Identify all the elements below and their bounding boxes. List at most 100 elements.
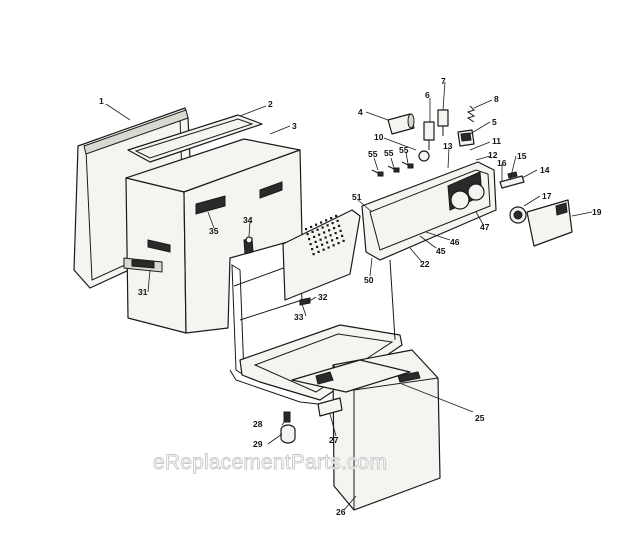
- perforation-hole: [323, 231, 326, 234]
- callout-27: 27: [329, 435, 339, 445]
- callout-4: 4: [358, 107, 363, 117]
- callout-8: 8: [494, 94, 499, 104]
- callout-35: 35: [209, 226, 219, 236]
- callout-15: 15: [517, 151, 527, 161]
- callout-51: 51: [352, 192, 362, 202]
- callout-labels: 1 2 3 4 5 6 7 8 10 11 12 13 14 15 16 17 …: [99, 76, 602, 517]
- perforation-hole: [331, 239, 334, 242]
- watermark-text: eReplacementParts.com: [153, 451, 387, 474]
- capacitor: [387, 113, 415, 135]
- timer-gear: [509, 206, 527, 224]
- perforation-hole: [312, 253, 315, 256]
- callout-31: 31: [138, 287, 148, 297]
- perforation-hole: [342, 239, 345, 242]
- callout-7: 7: [441, 76, 446, 86]
- callout-10: 10: [374, 132, 384, 142]
- callout-32: 32: [318, 292, 328, 302]
- callout-22: 22: [420, 259, 430, 269]
- leader-lines: [105, 81, 593, 511]
- perforation-hole: [308, 238, 311, 241]
- perforation-hole: [331, 222, 334, 225]
- foot-bracket: [317, 397, 343, 417]
- callout-46: 46: [450, 237, 460, 247]
- switches: [423, 109, 449, 150]
- callout-17: 17: [542, 191, 552, 201]
- callout-16: 16: [497, 158, 507, 168]
- door-panel: [332, 349, 441, 511]
- perforation-hole: [327, 246, 330, 249]
- callout-3: 3: [292, 121, 297, 131]
- callout-11: 11: [492, 136, 501, 146]
- terminals: [371, 161, 414, 177]
- callout-50: 50: [364, 275, 374, 285]
- callout-47: 47: [480, 222, 490, 232]
- perforation-hole: [321, 243, 324, 246]
- perforation-hole: [335, 214, 338, 217]
- callout-55c: 55: [399, 145, 409, 155]
- mounting-bolt: [243, 236, 254, 255]
- callout-34: 34: [243, 215, 253, 225]
- callout-14: 14: [540, 165, 550, 175]
- perforation-hole: [334, 232, 337, 235]
- perforation-hole: [309, 243, 312, 246]
- perforated-back-plate: [282, 209, 361, 301]
- clip: [299, 297, 311, 306]
- callout-5: 5: [492, 117, 497, 127]
- perforation-hole: [315, 223, 318, 226]
- perforation-hole: [326, 241, 329, 244]
- perforation-hole: [316, 245, 319, 248]
- perforation-hole: [333, 227, 336, 230]
- callout-6: 6: [425, 90, 430, 100]
- callout-28: 28: [253, 419, 263, 429]
- callout-55b: 55: [384, 148, 394, 158]
- drip-tray: [291, 359, 411, 393]
- perforation-hole: [326, 224, 329, 227]
- perforation-hole: [339, 229, 342, 232]
- perforation-hole: [330, 217, 333, 220]
- small-components: [499, 171, 525, 189]
- perforation-hole: [321, 226, 324, 229]
- housing-side-panel: [125, 138, 303, 334]
- perforation-hole: [336, 219, 339, 222]
- perforation-hole: [332, 244, 335, 247]
- handle-bracket: [123, 257, 163, 273]
- perforation-hole: [320, 221, 323, 224]
- perforation-hole: [337, 242, 340, 245]
- callout-2: 2: [268, 99, 273, 109]
- callout-13: 13: [443, 141, 453, 151]
- control-panel-bezel: [361, 161, 497, 261]
- callout-33: 33: [294, 312, 304, 322]
- foot-pad: [280, 424, 296, 444]
- perforation-hole: [311, 230, 314, 233]
- perforation-hole: [324, 236, 327, 239]
- perforation-hole: [313, 235, 316, 238]
- perforation-hole: [305, 228, 308, 231]
- callout-26: 26: [336, 507, 346, 517]
- callout-29: 29: [253, 439, 263, 449]
- callout-25: 25: [475, 413, 485, 423]
- perforation-hole: [317, 250, 320, 253]
- perforation-hole: [314, 240, 317, 243]
- cover-door: [526, 199, 573, 247]
- perforation-hole: [329, 234, 332, 237]
- callout-55a: 55: [368, 149, 378, 159]
- top-frame: [127, 114, 263, 163]
- perforation-hole: [306, 233, 309, 236]
- callout-45: 45: [436, 246, 446, 256]
- callout-12: 12: [488, 150, 498, 160]
- perforation-hole: [322, 248, 325, 251]
- perforation-hole: [318, 233, 321, 236]
- perforation-hole: [341, 234, 344, 237]
- relay: [457, 129, 475, 147]
- callout-19: 19: [592, 207, 602, 217]
- perforation-hole: [316, 228, 319, 231]
- perforation-hole: [310, 225, 313, 228]
- perforation-hole: [311, 248, 314, 251]
- perforation-hole: [319, 238, 322, 241]
- callout-1: 1: [99, 96, 104, 106]
- thermostat: [418, 150, 430, 162]
- perforation-hole: [338, 224, 341, 227]
- perforation-hole: [328, 229, 331, 232]
- perforation-hole: [336, 237, 339, 240]
